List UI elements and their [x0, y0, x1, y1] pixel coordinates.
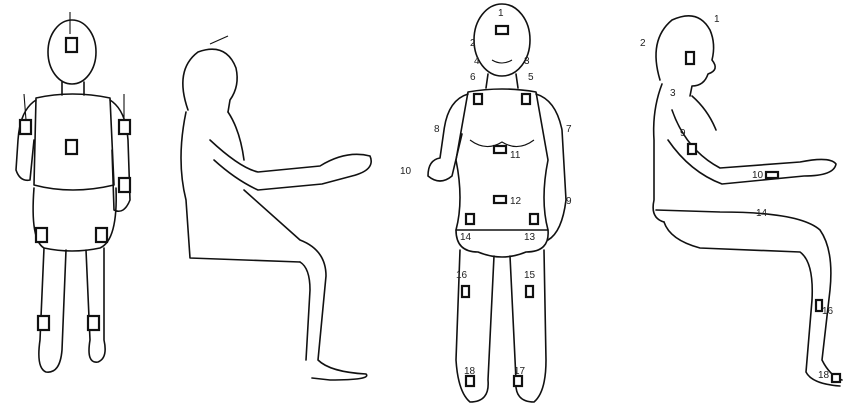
sensor-back-calf-left: [38, 316, 49, 330]
sensor-back-thigh-left: [36, 228, 47, 242]
sensor-back-head: [66, 38, 77, 52]
front-label-7: 7: [566, 124, 572, 135]
sensor-back-thigh-right: [96, 228, 107, 242]
sensor-back-elbow-right: [119, 178, 130, 192]
side-label-2: 2: [640, 38, 646, 49]
front-label-15: 15: [524, 270, 536, 281]
sensor-front-16: [462, 286, 469, 297]
front-label-1: 1: [498, 8, 504, 19]
front-label-2: 2: [470, 38, 476, 49]
front-label-18: 18: [464, 366, 476, 377]
sensor-side-9: [688, 144, 696, 154]
side-label-1: 1: [714, 14, 720, 25]
sensor-back-spine: [66, 140, 77, 154]
sensor-front-13: [530, 214, 538, 224]
side-label-14: 14: [756, 208, 768, 219]
front-label-17: 17: [514, 366, 526, 377]
front-label-3: 3: [524, 56, 530, 67]
sensor-side-10: [766, 172, 778, 178]
figure-side-view-numbered: 1 2 3 9 10 14 16 18: [640, 14, 842, 386]
sensor-front-5: [522, 94, 530, 104]
side-label-10: 10: [752, 170, 764, 181]
front-label-5: 5: [528, 72, 534, 83]
front-label-11: 11: [510, 150, 521, 161]
sensor-back-shoulder-right: [119, 120, 130, 134]
front-label-12: 12: [510, 196, 522, 207]
sensor-front-11: [494, 146, 506, 153]
front-label-16: 16: [456, 270, 468, 281]
side-label-3: 3: [670, 88, 676, 99]
sensor-side-18: [832, 374, 840, 382]
sensor-front-15: [526, 286, 533, 297]
front-label-14: 14: [460, 232, 472, 243]
sensor-front-18: [466, 376, 474, 386]
figure-front-view: 1 2 3 4 5 6 7 8 9 10 11 12 13 14 15 16 1…: [400, 4, 572, 402]
sensor-side-2: [686, 52, 694, 64]
front-label-13: 13: [524, 232, 536, 243]
front-label-4: 4: [474, 56, 480, 67]
front-label-6: 6: [470, 72, 476, 83]
sensor-front-14: [466, 214, 474, 224]
sensor-back-calf-right: [88, 316, 99, 330]
sensor-back-shoulder-left: [20, 120, 31, 134]
figure-back-view: [16, 12, 130, 372]
side-label-16: 16: [822, 306, 834, 317]
sensor-front-17: [514, 376, 522, 386]
sensor-front-1: [496, 26, 508, 34]
figure-side-view-plain: [181, 36, 371, 380]
side-label-18: 18: [818, 370, 830, 381]
front-label-8: 8: [434, 124, 440, 135]
sensor-front-12: [494, 196, 506, 203]
front-label-10: 10: [400, 166, 412, 177]
side-label-9: 9: [680, 128, 686, 139]
front-label-9: 9: [566, 196, 572, 207]
sensor-front-4: [474, 94, 482, 104]
